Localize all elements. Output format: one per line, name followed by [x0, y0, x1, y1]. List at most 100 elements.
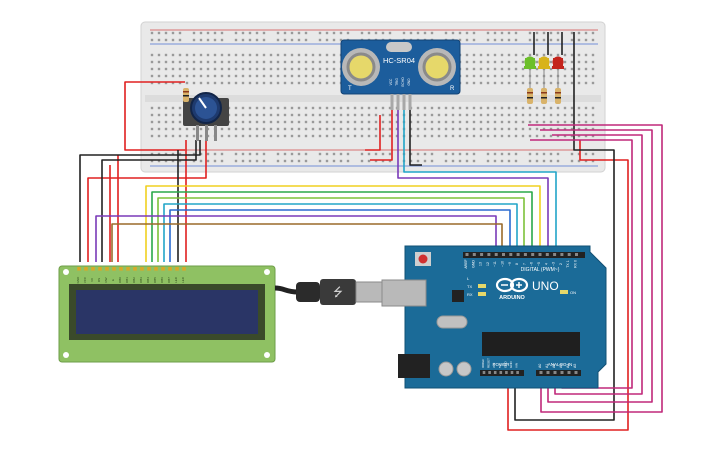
breadboard-hole [472, 81, 476, 85]
breadboard-hole [304, 134, 308, 138]
breadboard-hole [570, 38, 574, 42]
power-pin[interactable] [499, 371, 503, 374]
breadboard-hole [542, 53, 546, 57]
breadboard-hole [283, 67, 287, 71]
digital-pin[interactable] [575, 253, 578, 256]
digital-pin[interactable] [553, 253, 557, 256]
breadboard-hole [157, 53, 161, 57]
arduino-uno[interactable]: UNO ARDUINO DIGITAL (PWM~) POWER ANALOG … [381, 245, 607, 389]
analog-pin[interactable] [567, 371, 571, 374]
lcd-pin[interactable] [84, 267, 88, 271]
breadboard-hole [318, 113, 322, 117]
lcd-pin[interactable] [168, 267, 172, 271]
breadboard-hole [178, 53, 182, 57]
breadboard-hole [528, 53, 532, 57]
breadboard-hole [248, 152, 252, 156]
lcd-pin[interactable] [175, 267, 179, 271]
power-pin[interactable] [482, 371, 486, 374]
power-pin[interactable] [510, 371, 514, 374]
digital-pin[interactable] [480, 253, 484, 256]
lcd-pin[interactable] [112, 267, 116, 271]
breadboard-hole [213, 67, 217, 71]
lcd-pin[interactable] [98, 267, 102, 271]
lcd-pin[interactable] [105, 267, 109, 271]
lcd-pin[interactable] [161, 267, 165, 271]
power-pin[interactable] [516, 371, 519, 374]
breadboard-hole [486, 38, 490, 42]
breadboard-hole [395, 120, 399, 124]
lcd-pin[interactable] [119, 267, 123, 271]
analog-pin[interactable] [560, 371, 564, 374]
power-pin[interactable] [493, 371, 497, 374]
digital-pin[interactable] [538, 253, 542, 256]
breadboard-hole [451, 134, 455, 138]
analog-pin[interactable] [553, 371, 557, 374]
breadboard-hole [297, 74, 301, 78]
digital-pin[interactable] [545, 253, 549, 256]
lcd-pin[interactable] [140, 267, 144, 271]
breadboard-hole [500, 152, 504, 156]
lcd-pin[interactable] [154, 267, 158, 271]
lcd-pin[interactable] [77, 267, 81, 271]
analog-pin[interactable] [546, 371, 550, 374]
breadboard-hole [388, 159, 392, 163]
lcd-pin[interactable] [91, 267, 95, 271]
breadboard-hole [458, 127, 462, 131]
breadboard-hole [318, 74, 322, 78]
digital-pin[interactable] [516, 253, 520, 256]
breadboard-hole [416, 106, 420, 110]
breadboard-hole [304, 74, 308, 78]
digital-pin-label: GND [471, 260, 475, 268]
breadboard-hole [507, 31, 511, 35]
lcd-pin[interactable] [126, 267, 130, 271]
breadboard-hole [584, 38, 588, 42]
wire-magenta-3 [552, 134, 643, 395]
analog-pin[interactable] [539, 371, 543, 374]
breadboard-hole [311, 53, 315, 57]
breadboard-hole [220, 152, 224, 156]
breadboard-hole [234, 159, 238, 163]
potentiometer[interactable] [183, 92, 229, 141]
breadboard-hole [346, 152, 350, 156]
digital-pin[interactable] [531, 253, 535, 256]
breadboard-hole [493, 38, 497, 42]
digital-pin[interactable] [560, 253, 564, 256]
sensor-pin[interactable] [390, 94, 394, 110]
lcd-pin[interactable] [182, 267, 186, 271]
breadboard-hole [150, 159, 154, 163]
analog-pin[interactable] [574, 371, 578, 374]
breadboard-hole [535, 120, 539, 124]
breadboard-hole [472, 134, 476, 138]
digital-pin[interactable] [494, 253, 498, 256]
power-pin[interactable] [505, 371, 508, 374]
power-pin[interactable] [488, 371, 491, 374]
digital-pin[interactable] [509, 253, 513, 256]
breadboard-hole [248, 67, 252, 71]
breadboard-hole [584, 53, 588, 57]
breadboard-hole [542, 152, 546, 156]
digital-pin[interactable] [567, 253, 571, 256]
breadboard-hole [325, 67, 329, 71]
lcd-pin[interactable] [133, 267, 137, 271]
breadboard-hole [255, 159, 259, 163]
digital-pin[interactable] [502, 253, 505, 256]
breadboard-hole [297, 67, 301, 71]
breadboard-hole [269, 106, 273, 110]
sensor-pin[interactable] [402, 94, 406, 110]
digital-pin[interactable] [487, 253, 491, 256]
breadboard-hole [416, 120, 420, 124]
digital-pin[interactable] [465, 253, 469, 256]
led-yellow-dome [538, 56, 550, 68]
digital-pin[interactable] [523, 253, 527, 256]
breadboard-hole [234, 60, 238, 64]
sensor-pin[interactable] [396, 94, 400, 110]
digital-pin[interactable] [472, 253, 476, 256]
breadboard-hole [360, 134, 364, 138]
breadboard-hole [577, 53, 581, 57]
breadboard-hole [248, 127, 252, 131]
sensor-pin[interactable] [408, 94, 412, 110]
lcd-pin[interactable] [147, 267, 151, 271]
breadboard-hole [234, 134, 238, 138]
